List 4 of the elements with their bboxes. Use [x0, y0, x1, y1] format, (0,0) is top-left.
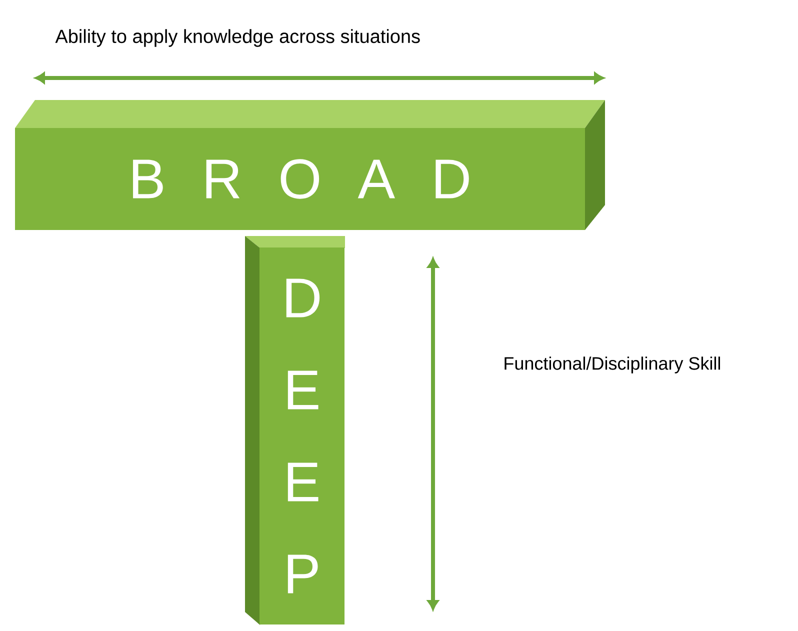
- label-text: Functional/Disciplinary Skill: [504, 356, 720, 374]
- bar-block: D E E P: [245, 236, 345, 625]
- label-text: Ability to apply knowledge across situations: [55, 29, 420, 47]
- bar-block: B R O A D: [15, 100, 605, 230]
